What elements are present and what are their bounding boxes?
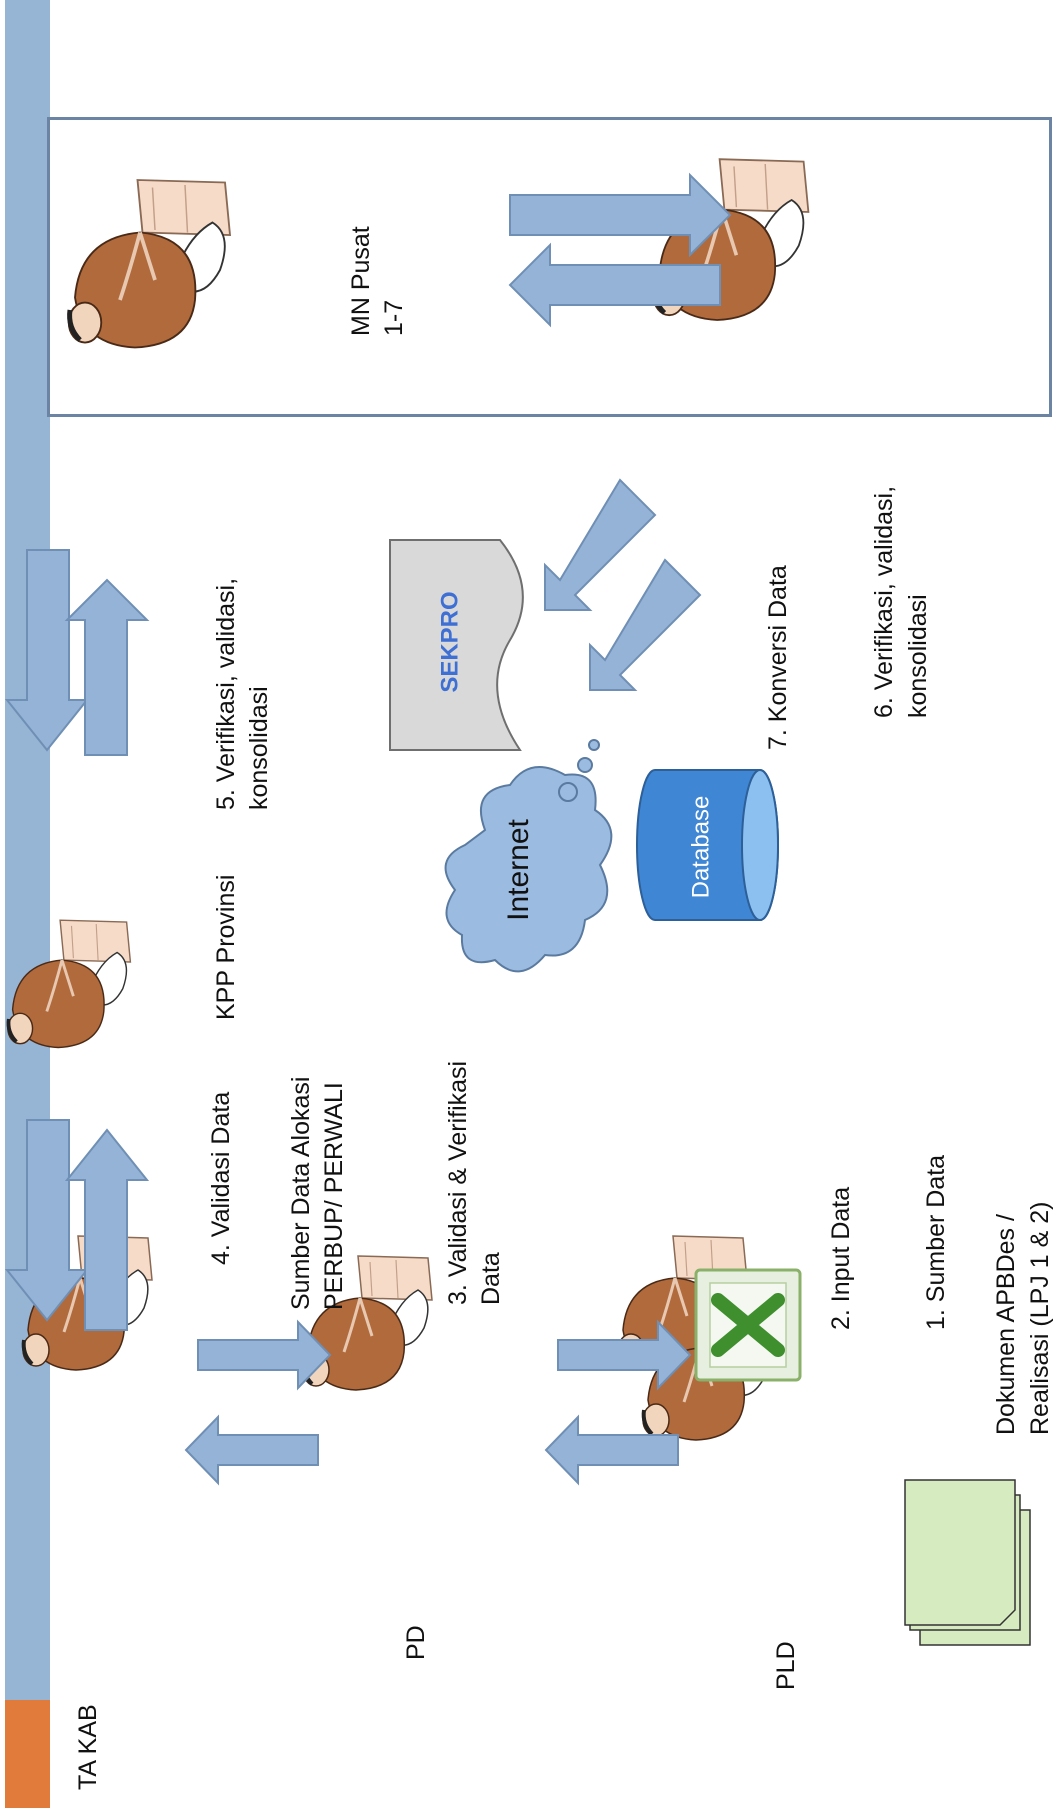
- kpp-person-icon: [5, 918, 133, 1050]
- sekpro-label: SEKPRO: [436, 591, 464, 693]
- database-label: Database: [687, 795, 715, 899]
- sidebar-bar: [5, 0, 50, 1700]
- arrow-takab-pd: [184, 1319, 332, 1486]
- sekpro-document: [389, 539, 524, 751]
- step-3-label-line-1: 3. Validasi & Verifikasi: [444, 1060, 472, 1305]
- step-6-label-line-2: konsolidasi: [904, 594, 932, 718]
- cloud-bubble-3: [588, 739, 600, 751]
- pld-label: PLD: [772, 1641, 800, 1690]
- mn-pusat-person-icon-1: [69, 180, 230, 348]
- step-4-source-line-1: Sumber Data Alokasi: [287, 1076, 315, 1310]
- pd-label: PD: [402, 1625, 430, 1660]
- ta-kab-label: TA KAB: [74, 1704, 102, 1790]
- internet-cloud: [444, 766, 613, 973]
- step-2-label: 2. Input Data: [827, 1186, 855, 1330]
- mn-pusat-label-1: MN Pusat: [347, 226, 375, 336]
- step-7-label: 7. Konversi Data: [764, 565, 792, 750]
- arrow-kpp-pusat: [4, 549, 150, 756]
- step-4-label: 4. Validasi Data: [207, 1091, 235, 1265]
- step-5-label-line-2: konsolidasi: [245, 686, 273, 810]
- arrow-diagonal-1: [544, 478, 657, 611]
- database-cylinder: [636, 769, 779, 921]
- arrow-pusat-exchange: [508, 172, 732, 328]
- step-1-label: 1. Sumber Data: [922, 1154, 950, 1330]
- sidebar-accent: [5, 1700, 50, 1808]
- arrow-ta-kpp: [4, 1119, 150, 1331]
- excel-icon: [694, 1268, 802, 1382]
- mn-pusat-box: [47, 117, 1052, 417]
- step-6-label-line-1: 6. Verifikasi, validasi,: [870, 485, 898, 718]
- cloud-bubble-2: [577, 757, 593, 773]
- document-stack-icon: [904, 1479, 1031, 1646]
- arrow-diagonal-2: [589, 558, 702, 691]
- kpp-label: KPP Provinsi: [212, 874, 240, 1020]
- step-4-source-line-2: PERBUP/ PERWALI: [320, 1082, 348, 1310]
- internet-label: Internet: [501, 819, 535, 921]
- step-3-label-line-2: Data: [477, 1252, 505, 1305]
- arrow-pd-pld: [544, 1319, 692, 1486]
- step-1-doc-line-2: Realisasi (LPJ 1 & 2): [1026, 1201, 1054, 1435]
- cloud-bubble-1: [558, 782, 578, 802]
- step-1-doc-line-1: Dokumen APBDes /: [992, 1214, 1020, 1435]
- mn-pusat-label-2: 1-7: [380, 299, 408, 336]
- step-5-label-line-1: 5. Verifikasi, validasi,: [212, 577, 240, 810]
